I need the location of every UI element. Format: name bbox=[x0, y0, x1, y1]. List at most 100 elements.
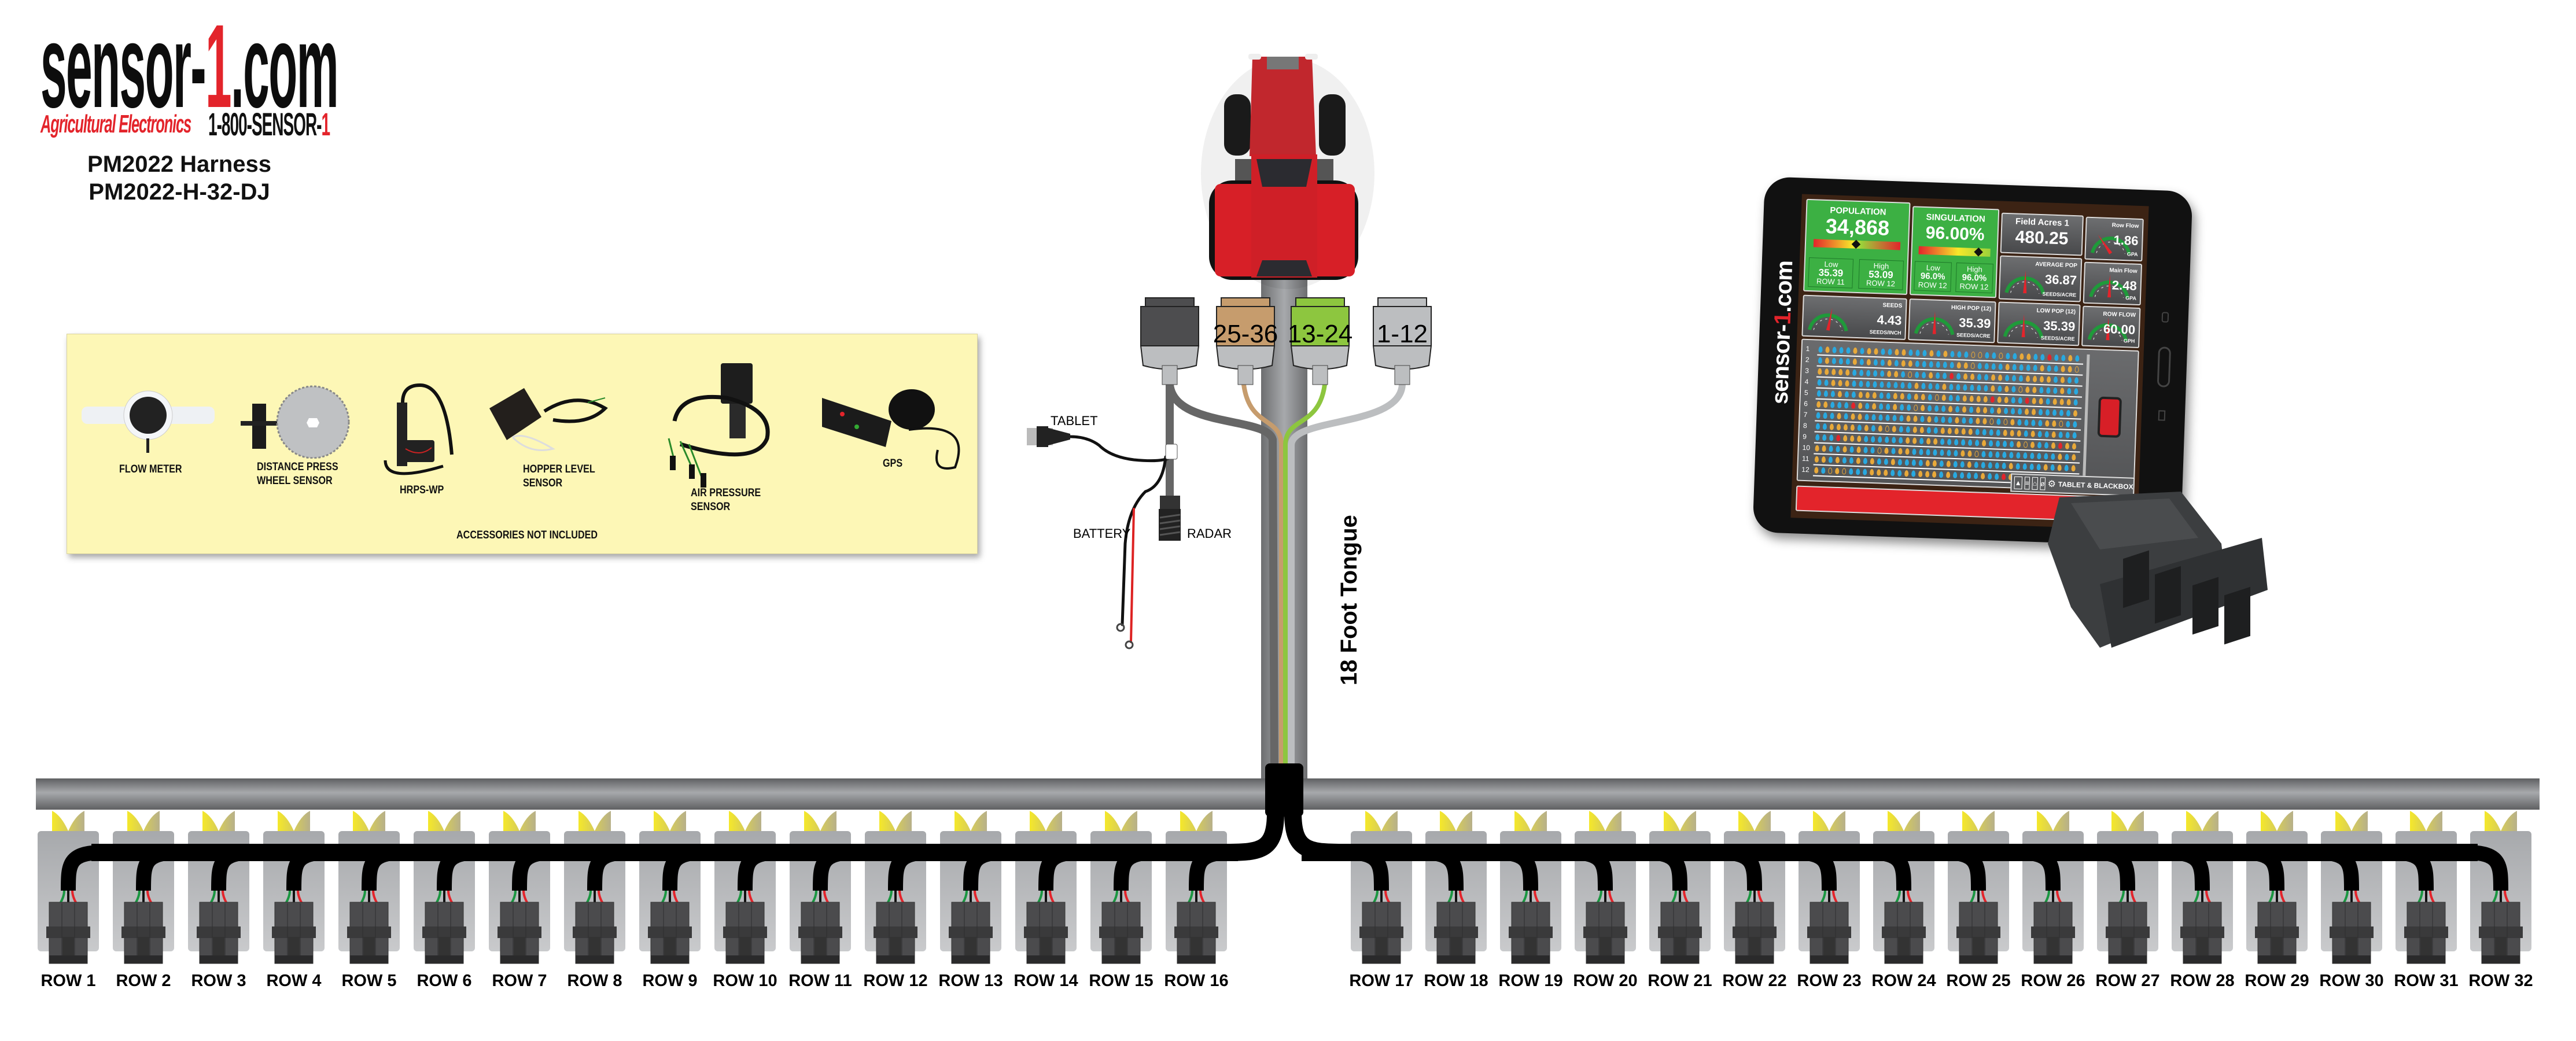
gauge-tile[interactable]: LOW POP (12) 35.39 SEEDS/ACRE bbox=[1997, 301, 2081, 346]
row-connector[interactable] bbox=[2167, 845, 2224, 964]
row-connector[interactable] bbox=[2316, 845, 2374, 964]
seed-mark bbox=[1912, 437, 1917, 444]
field-acres-tile[interactable]: Field Acres 1 480.25 bbox=[2000, 212, 2084, 256]
seed-mark bbox=[1998, 374, 2003, 381]
seed-mark bbox=[2074, 377, 2079, 384]
gauge-tile[interactable]: Main Flow 2.48 GPA bbox=[2083, 261, 2143, 306]
chart-icon[interactable]: ▲ bbox=[2014, 476, 2023, 490]
row-label: ROW 26 bbox=[2021, 972, 2085, 990]
row-connector[interactable] bbox=[949, 845, 1006, 964]
singulation-value: 96.00% bbox=[1925, 223, 1985, 245]
row-connector[interactable] bbox=[2391, 845, 2448, 964]
recent-apps-button[interactable] bbox=[2158, 410, 2166, 421]
row-connector[interactable] bbox=[1024, 845, 1081, 964]
home-icon[interactable]: ⌂ bbox=[2032, 477, 2038, 490]
seed-mark bbox=[1954, 438, 1959, 446]
row-connector[interactable] bbox=[2092, 845, 2150, 964]
row-connector[interactable] bbox=[723, 845, 780, 964]
tab-tablet-blackbox[interactable]: TABLET & BLACKBOX bbox=[2058, 480, 2133, 491]
row-connector[interactable] bbox=[1719, 845, 1777, 964]
row-label: ROW 5 bbox=[341, 972, 396, 990]
gear-icon[interactable]: ⚙ bbox=[2047, 479, 2057, 490]
seed-mark bbox=[1995, 462, 1999, 469]
seed-mark bbox=[1822, 445, 1826, 452]
seed-mark bbox=[1908, 360, 1913, 367]
row-connector[interactable] bbox=[2018, 845, 2075, 964]
seed-mark bbox=[1884, 447, 1889, 455]
seed-mark bbox=[1886, 392, 1891, 400]
low-row: ROW 11 bbox=[1816, 276, 1845, 287]
gauge-needle bbox=[2107, 274, 2111, 298]
gauge-tile[interactable]: Row Flow 1.86 GPA bbox=[2084, 216, 2144, 262]
seed-mark bbox=[1844, 391, 1849, 398]
row-connector[interactable] bbox=[1174, 845, 1232, 964]
row-connector[interactable] bbox=[573, 845, 630, 964]
row-connector[interactable] bbox=[197, 845, 254, 964]
row-connector[interactable] bbox=[1645, 845, 1702, 964]
row-connector[interactable] bbox=[1570, 845, 1627, 964]
gps-image bbox=[822, 389, 960, 470]
gauge-dial-icon bbox=[2004, 270, 2045, 294]
seed-icon[interactable]: ø bbox=[2039, 477, 2046, 490]
seed-mark bbox=[1994, 473, 1999, 480]
row-connector[interactable] bbox=[1869, 845, 1926, 964]
seed-mark bbox=[1932, 460, 1937, 467]
back-button[interactable] bbox=[2161, 312, 2169, 323]
seed-mark bbox=[2003, 418, 2008, 426]
row-connector[interactable] bbox=[1943, 845, 2000, 964]
row-connector[interactable] bbox=[1794, 845, 1851, 964]
row-connector[interactable] bbox=[347, 845, 404, 964]
row-connector[interactable] bbox=[874, 845, 931, 964]
row-connector[interactable] bbox=[121, 845, 179, 964]
row-connector[interactable] bbox=[2466, 845, 2523, 964]
seed-mark bbox=[1927, 405, 1932, 412]
home-button[interactable] bbox=[2157, 346, 2172, 387]
seed-mark bbox=[1900, 371, 1906, 378]
planter-icon[interactable]: ≡ bbox=[2024, 477, 2030, 490]
seed-mark bbox=[1878, 425, 1883, 432]
row-connector[interactable] bbox=[1421, 845, 1478, 964]
seed-mark bbox=[1948, 405, 1953, 412]
row-connector[interactable] bbox=[1495, 845, 1553, 964]
seed-mark bbox=[1954, 427, 1959, 435]
harness-connector-4[interactable]: 1-12 bbox=[1372, 297, 1432, 385]
seed-tube-icon bbox=[2037, 811, 2069, 831]
seed-mark bbox=[1999, 352, 2003, 359]
seed-mark bbox=[1970, 384, 1974, 392]
seed-mark bbox=[1919, 426, 1925, 434]
seed-mark bbox=[1863, 446, 1868, 453]
gauge-tile[interactable]: ROW FLOW 60.00 GPH bbox=[2081, 305, 2141, 349]
seed-mark bbox=[1835, 467, 1840, 475]
row-connector[interactable] bbox=[2242, 845, 2299, 964]
connector-label: 1-12 bbox=[1377, 320, 1428, 348]
row-connector[interactable] bbox=[648, 845, 705, 964]
seed-mark bbox=[1890, 459, 1896, 466]
gauge-tile[interactable]: SEEDS 4.43 SEEDS/INCH bbox=[1801, 294, 1907, 340]
row-connector[interactable] bbox=[46, 845, 104, 964]
seed-mark bbox=[2053, 387, 2058, 394]
row-connector[interactable] bbox=[1346, 845, 1403, 964]
row-connector[interactable] bbox=[497, 845, 555, 964]
row-connector[interactable] bbox=[272, 845, 329, 964]
population-indicator-bar bbox=[1813, 239, 1900, 250]
flow-meter-image bbox=[82, 390, 215, 453]
seed-mark bbox=[1893, 382, 1898, 389]
gauge-tile[interactable]: HIGH POP (12) 35.39 SEEDS/ACRE bbox=[1908, 298, 1996, 344]
seed-mark bbox=[1943, 350, 1948, 357]
seed-mark bbox=[1844, 402, 1849, 409]
seed-mark bbox=[1856, 457, 1861, 464]
seed-mark bbox=[1974, 462, 1978, 468]
harness-connector-1[interactable] bbox=[1140, 297, 1200, 385]
row-connector[interactable] bbox=[798, 845, 856, 964]
grid-scrollbar[interactable] bbox=[2083, 354, 2090, 476]
accessory-label-line2: WHEEL SENSOR bbox=[257, 475, 333, 487]
harness-connector-3[interactable]: 13-24 bbox=[1288, 297, 1353, 385]
row-connector[interactable] bbox=[422, 845, 480, 964]
harness-connector-2[interactable]: 25-36 bbox=[1213, 297, 1278, 385]
row-connector[interactable] bbox=[1099, 845, 1156, 964]
gauge-tile[interactable]: AVERAGE POP 36.87 SEEDS/ACRE bbox=[1998, 255, 2083, 302]
